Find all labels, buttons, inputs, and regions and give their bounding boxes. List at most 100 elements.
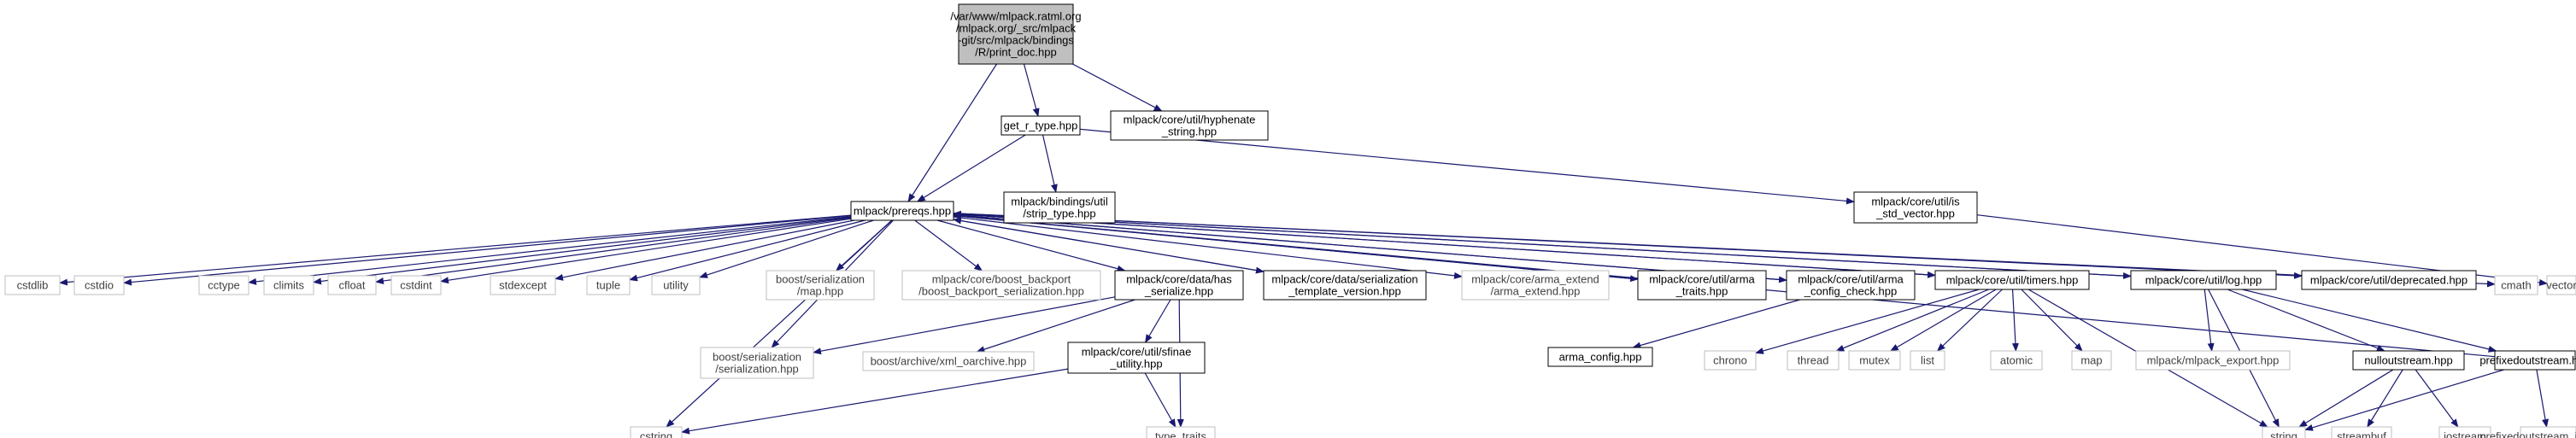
node-label: boost/serialization (713, 351, 801, 364)
node-label: mlpack/core/util/deprecated.hpp (2310, 274, 2467, 287)
edge-timers-to-atomic (2011, 289, 2019, 352)
node-label: string (2270, 430, 2297, 438)
node-box (1547, 347, 1653, 367)
node-label: streambuf (2337, 430, 2386, 438)
edge-prereqs-to-has_serialize (936, 219, 1126, 272)
edge-prereqs-to-cstdio (123, 214, 852, 286)
node-deprecated[interactable]: mlpack/core/util/deprecated.hpp (2301, 270, 2477, 290)
node-hyphenate[interactable]: mlpack/core/util/hyphenate_string.hpp (1110, 110, 1269, 141)
node-get_r_type[interactable]: get_r_type.hpp (1000, 115, 1081, 136)
edge-prereqs-to-cstring (666, 219, 893, 428)
node-label: thread (1798, 354, 1829, 367)
node-box (1146, 426, 1216, 438)
node-sfinae_utility[interactable]: mlpack/core/util/sfinae_utility.hpp (1067, 342, 1206, 374)
node-label: mlpack/core/util/hyphenate (1124, 114, 1256, 126)
node-is_std_vector[interactable]: mlpack/core/util/is_std_vector.hpp (1853, 191, 1978, 224)
node-label: mlpack/core/util/sfinae (1082, 346, 1192, 359)
node-label: mlpack/core/arma_extend (1471, 273, 1599, 286)
node-cstdint: cstdint (390, 275, 442, 295)
edge-prereqs-to-climits (313, 216, 852, 285)
node-label: _std_vector.hpp (1875, 207, 1955, 220)
node-label: boost/serialization (776, 273, 865, 286)
node-box (1848, 350, 1901, 371)
node-label: mlpack/prereqs.hpp (854, 205, 951, 218)
node-box (1787, 350, 1840, 371)
node-boost_map: boost/serialization/map.hpp (766, 270, 875, 301)
node-box (2520, 426, 2576, 438)
node-box (1263, 270, 1427, 301)
node-box (1910, 350, 1945, 371)
edge-sfinae_utility-to-cstring (681, 368, 1069, 435)
node-box (586, 275, 631, 295)
node-nulloutstream[interactable]: nulloutstream.hpp (2352, 350, 2465, 371)
node-label: /var/www/mlpack.ratml.org (950, 10, 1081, 23)
node-prereqs[interactable]: mlpack/prereqs.hpp (850, 201, 954, 221)
node-boost_serialization: boost/serialization/serialization.hpp (700, 347, 814, 379)
node-cstring: cstring (630, 426, 683, 438)
edge-sfinae_utility-to-type_traits (1144, 372, 1177, 428)
edge-print_doc-to-hyphenate (1072, 63, 1163, 112)
node-label: map (2080, 354, 2102, 367)
node-box (2331, 426, 2392, 438)
node-arma_traits[interactable]: mlpack/core/util/arma_traits.hpp (1637, 270, 1767, 301)
node-ser_template_version[interactable]: mlpack/core/data/serialization_template_… (1263, 270, 1427, 301)
node-timers[interactable]: mlpack/core/util/timers.hpp (1934, 270, 2090, 290)
edge-prereqs-to-arma_extend (953, 216, 1463, 279)
node-label: _string.hpp (1161, 126, 1217, 138)
node-arma_config[interactable]: arma_config.hpp (1547, 347, 1653, 367)
edge-get_r_type-to-strip_type (1042, 134, 1058, 193)
edge-ser_template_version-to-prereqs (953, 217, 1265, 272)
node-log[interactable]: mlpack/core/util/log.hpp (2130, 270, 2277, 290)
edge-prereqs-to-cstdint (440, 218, 852, 284)
node-layer: /var/www/mlpack.ratml.org/mlpack.org/_sr… (4, 3, 2576, 438)
edge-nulloutstream-to-streambuf (2367, 369, 2403, 428)
edge-prereqs-to-stdexcept (555, 219, 854, 281)
node-box (390, 275, 442, 295)
node-box (1786, 270, 1916, 301)
node-arma_extend: mlpack/core/arma_extend/arma_extend.hpp (1461, 270, 1610, 301)
node-label: stdexcept (499, 279, 547, 292)
node-has_serialize[interactable]: mlpack/core/data/has_serialize.hpp (1114, 270, 1244, 301)
node-label: mlpack/core/data/has (1126, 273, 1232, 286)
node-label: nulloutstream.hpp (2364, 354, 2452, 367)
node-label: /mlpack.org/_src/mlpack (956, 22, 1077, 35)
node-prefixedoutstream[interactable]: prefixedoutstream.hpp (2479, 350, 2576, 371)
edge-timers-to-chrono (1755, 289, 1980, 354)
edge-arma_config_check-to-prereqs (953, 212, 1787, 281)
node-box (766, 270, 875, 301)
node-atomic: atomic (1990, 350, 2043, 371)
node-label: cctype (208, 279, 240, 292)
edge-nulloutstream-to-string (2298, 369, 2394, 428)
edge-prereqs-to-cfloat (375, 217, 852, 284)
edge-prereqs-to-cctype (248, 215, 852, 285)
node-cstdlib: cstdlib (4, 275, 61, 295)
edge-has_serialize-to-sfinae_utility (1145, 299, 1171, 343)
node-list: list (1910, 350, 1945, 371)
edge-get_r_type-to-is_std_vector (1079, 128, 1855, 205)
node-label: /arma_extend.hpp (1491, 285, 1581, 298)
node-label: _serialize.hpp (1144, 285, 1213, 298)
node-thread: thread (1787, 350, 1840, 371)
node-box (1067, 342, 1206, 374)
node-label: iostream (2444, 430, 2486, 438)
edge-log-to-prereqs (953, 210, 2132, 277)
node-label: _traits.hpp (1675, 285, 1728, 298)
node-box (850, 201, 954, 221)
node-box (4, 275, 61, 295)
node-chrono: chrono (1704, 350, 1757, 371)
node-label: /strip_type.hpp (1023, 207, 1095, 220)
node-type_traits: type_traits (1146, 426, 1216, 438)
edge-prefixedoutstream-to-prefixedoutstream_impl (2536, 369, 2549, 428)
node-label: mlpack/core/util/arma (1798, 273, 1904, 286)
node-label: vector (2546, 279, 2576, 292)
node-arma_config_check[interactable]: mlpack/core/util/arma_config_check.hpp (1786, 270, 1916, 301)
node-label: cstdlib (17, 279, 49, 292)
node-iostream: iostream (2438, 426, 2491, 438)
node-label: cstring (640, 430, 672, 438)
node-label: climits (273, 279, 305, 292)
node-xml_oarchive: boost/archive/xml_oarchive.hpp (862, 351, 1035, 371)
node-box (1853, 191, 1978, 224)
node-label: tuple (596, 279, 620, 292)
node-strip_type[interactable]: mlpack/bindings/util/strip_type.hpp (1003, 191, 1116, 224)
node-label: /map.hpp (797, 285, 843, 298)
